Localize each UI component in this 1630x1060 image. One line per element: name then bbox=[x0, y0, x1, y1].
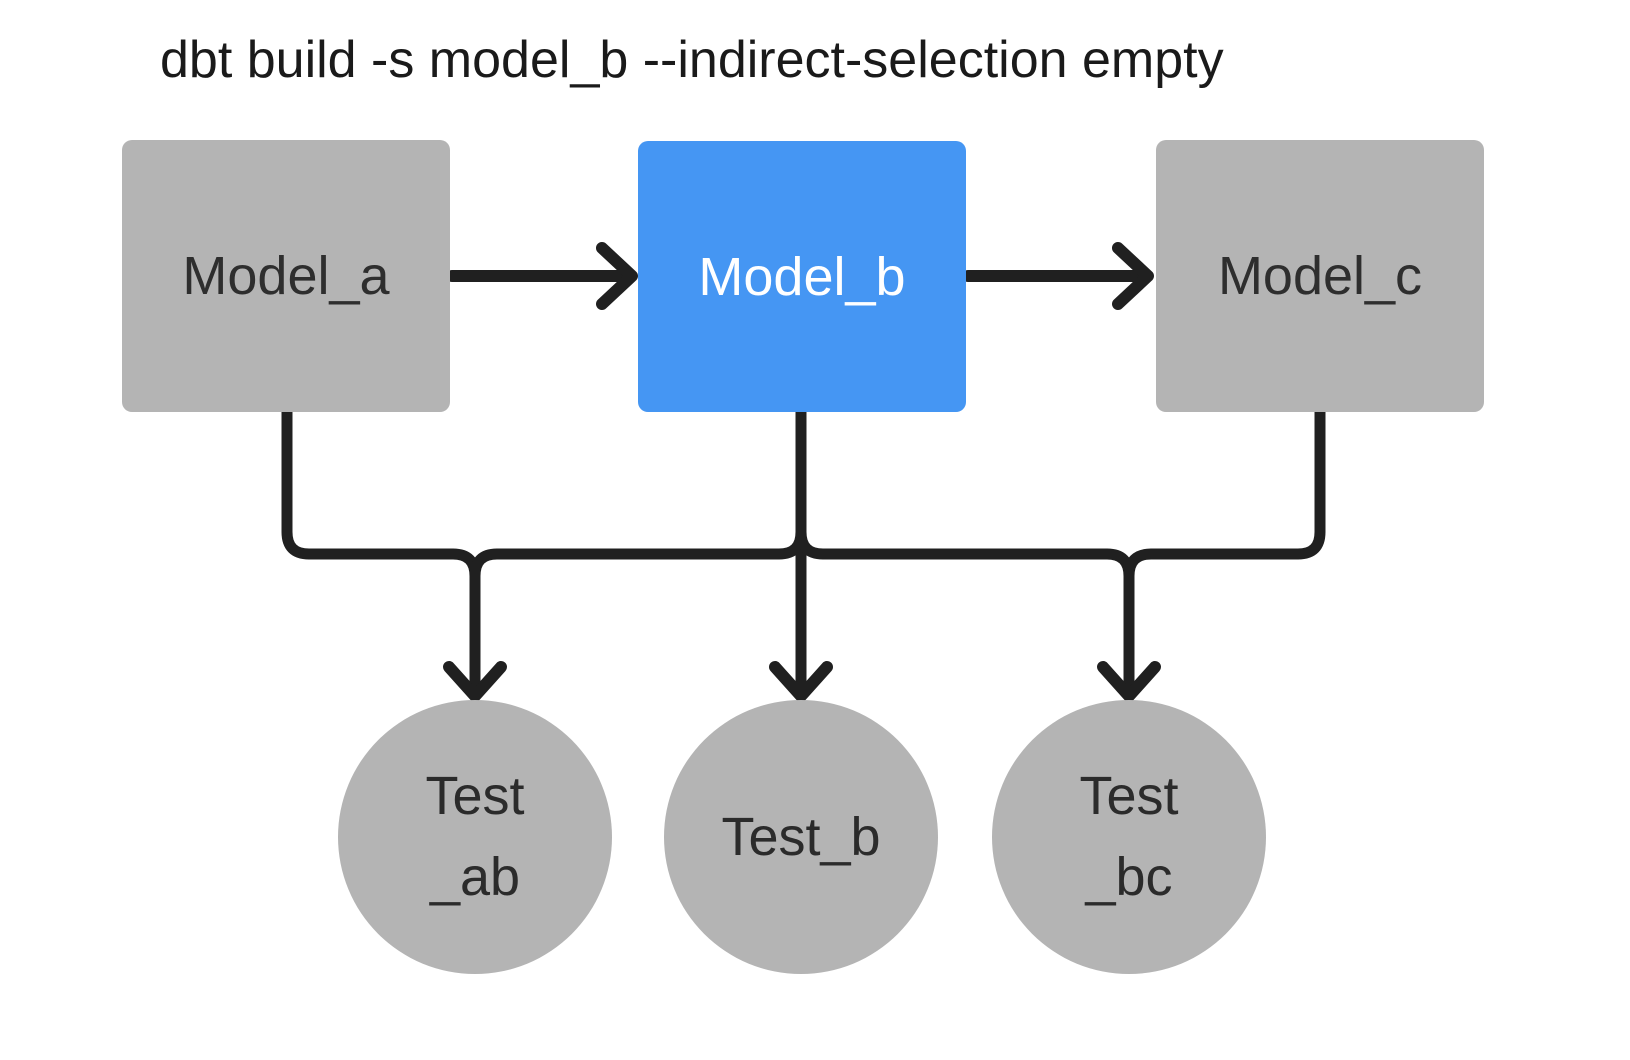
node-test-ab: Test _ab bbox=[338, 700, 612, 974]
edge-model-c-to-test-bc bbox=[1123, 404, 1326, 696]
arrowhead-model-b bbox=[596, 242, 638, 310]
edge-model-a-to-test-ab bbox=[281, 404, 481, 696]
node-model-b-label: Model_b bbox=[698, 246, 906, 307]
edge-model-b-to-test-bc bbox=[795, 404, 1135, 696]
node-test-ab-label-line1: Test bbox=[425, 766, 525, 826]
node-model-c: Model_c bbox=[1156, 140, 1484, 412]
node-model-b: Model_b bbox=[638, 141, 966, 412]
node-test-ab-label-line2: _ab bbox=[429, 847, 521, 907]
arrowhead-test-b bbox=[769, 661, 833, 702]
arrowhead-model-c bbox=[1112, 242, 1154, 310]
node-test-b: Test_b bbox=[664, 700, 938, 974]
node-test-bc-label-line1: Test bbox=[1079, 766, 1179, 826]
node-test-bc: Test _bc bbox=[992, 700, 1266, 974]
node-model-a-label: Model_a bbox=[182, 246, 390, 306]
arrowhead-test-ab bbox=[443, 661, 507, 702]
diagram-title: dbt build -s model_b --indirect-selectio… bbox=[160, 31, 1224, 89]
node-test-bc-label-line2: _bc bbox=[1085, 847, 1173, 907]
node-model-c-label: Model_c bbox=[1217, 246, 1423, 306]
node-model-a: Model_a bbox=[122, 140, 450, 412]
node-test-b-label-line1: Test_b bbox=[721, 806, 881, 867]
edge-model-b-to-test-ab bbox=[469, 404, 807, 696]
arrowhead-test-bc bbox=[1097, 661, 1161, 702]
